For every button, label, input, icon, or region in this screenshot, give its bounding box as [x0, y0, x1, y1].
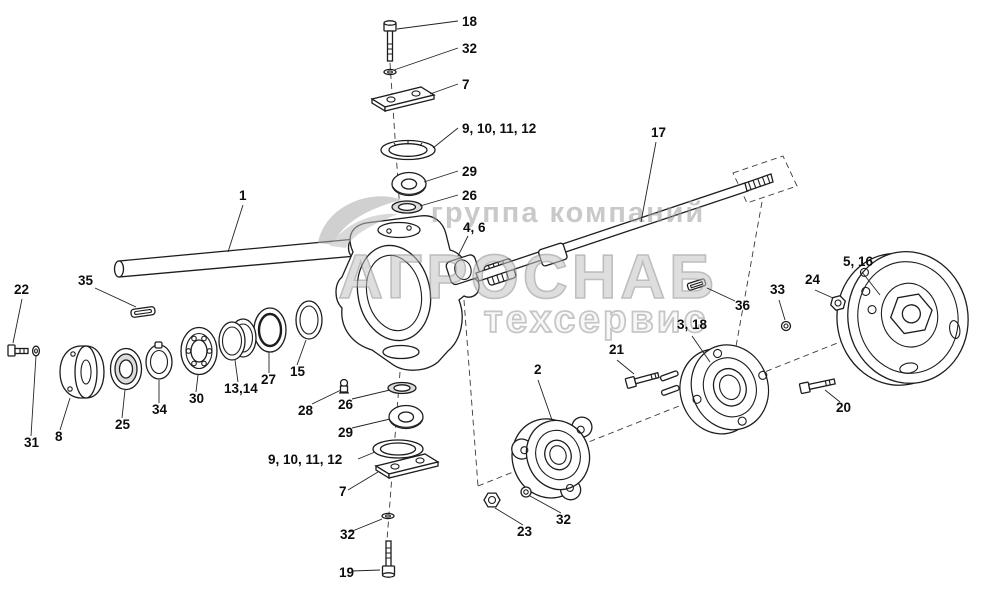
callout-17: 17 — [651, 125, 666, 140]
part-cap-8 — [59, 345, 105, 399]
callout-35: 35 — [78, 273, 94, 288]
part-plate-7-bottom — [374, 453, 440, 480]
callout-5-16: 5, 16 — [843, 254, 874, 269]
callout-13-14: 13,14 — [224, 381, 258, 396]
part-lock-washer-34 — [145, 341, 173, 380]
part-axle-tube — [113, 237, 359, 278]
part-ring-15 — [295, 300, 323, 340]
callout-9-12-bot: 9, 10, 11, 12 — [268, 452, 342, 467]
part-bolt-22 — [7, 344, 29, 357]
part-grease-fitting-28 — [339, 378, 349, 394]
callout-36: 36 — [735, 298, 751, 313]
callout-32c: 32 — [556, 512, 571, 527]
callout-9-12-top: 9, 10, 11, 12 — [462, 121, 536, 136]
callout-19: 19 — [339, 565, 354, 580]
part-rings-13-14 — [218, 318, 257, 361]
watermark-line2: АГРОСНАБ — [338, 243, 718, 312]
part-washer-32-bottom — [381, 512, 395, 520]
part-nut-24 — [830, 295, 846, 311]
callout-30: 30 — [189, 391, 204, 406]
callout-33: 33 — [770, 282, 786, 297]
part-washer-32c — [520, 486, 532, 498]
part-drive-shaft — [475, 173, 774, 282]
callout-23: 23 — [517, 524, 533, 539]
part-bearing-29-top — [391, 171, 427, 197]
part-washer-31 — [31, 345, 41, 357]
part-lock-plate-top — [380, 139, 436, 161]
watermark-leaf-icon — [318, 196, 402, 245]
callout-31: 31 — [24, 435, 40, 450]
part-lock-plate-bottom — [372, 439, 424, 459]
part-nut-23 — [483, 492, 501, 508]
callout-8: 8 — [55, 429, 63, 444]
callout-26-bot: 26 — [338, 397, 354, 412]
part-bearing-29-bottom — [388, 404, 424, 430]
callout-24: 24 — [805, 272, 821, 287]
callout-26-top: 26 — [462, 188, 478, 203]
callout-28: 28 — [298, 403, 314, 418]
part-key-35 — [130, 306, 156, 318]
part-knuckle-housing — [335, 215, 480, 371]
part-bolt-20 — [798, 378, 836, 395]
watermark-line3: техсервис — [484, 298, 709, 341]
part-flange-2 — [511, 416, 593, 501]
callout-4-6: 4, 6 — [463, 220, 486, 235]
part-bolt-21 — [624, 371, 660, 389]
callout-32-bot: 32 — [340, 527, 355, 542]
callouts: 18 32 7 9, 10, 11, 12 29 26 4, 6 17 1 35… — [14, 14, 874, 580]
part-hub-5-16 — [836, 251, 969, 386]
part-bearing-30 — [180, 326, 218, 376]
callout-2: 2 — [534, 362, 542, 377]
callout-22: 22 — [14, 282, 29, 297]
callout-27: 27 — [261, 372, 276, 387]
callout-7-top: 7 — [462, 77, 470, 92]
part-ring-27 — [253, 307, 287, 353]
callout-29-bot: 29 — [338, 425, 353, 440]
part-clip-36 — [686, 278, 707, 291]
callout-34: 34 — [152, 402, 168, 417]
part-ring-26-bottom — [387, 381, 417, 395]
callout-7-bot: 7 — [339, 484, 347, 499]
leader-lines — [12, 20, 881, 572]
callout-18-top: 18 — [462, 14, 478, 29]
callout-15: 15 — [290, 364, 306, 379]
callout-3-18: 3, 18 — [677, 317, 708, 332]
callout-1: 1 — [239, 188, 247, 203]
watermark-line1: группа компаний — [431, 197, 706, 229]
part-ring-26-top — [391, 200, 423, 214]
part-washer-32-top — [383, 68, 397, 76]
watermark: группа компаний АГРОСНАБ техсервис — [318, 196, 718, 342]
part-seal-25 — [109, 347, 143, 391]
callout-32-top: 32 — [462, 41, 477, 56]
part-bolt-18 — [383, 20, 397, 62]
callout-20: 20 — [836, 400, 851, 415]
callout-25: 25 — [115, 417, 131, 432]
part-plate-7-top — [370, 86, 436, 113]
callout-29-top: 29 — [462, 164, 477, 179]
callout-21: 21 — [609, 342, 625, 357]
part-bolt-19 — [381, 540, 396, 578]
part-flange-3-18 — [659, 344, 770, 435]
part-washer-33 — [780, 320, 792, 332]
